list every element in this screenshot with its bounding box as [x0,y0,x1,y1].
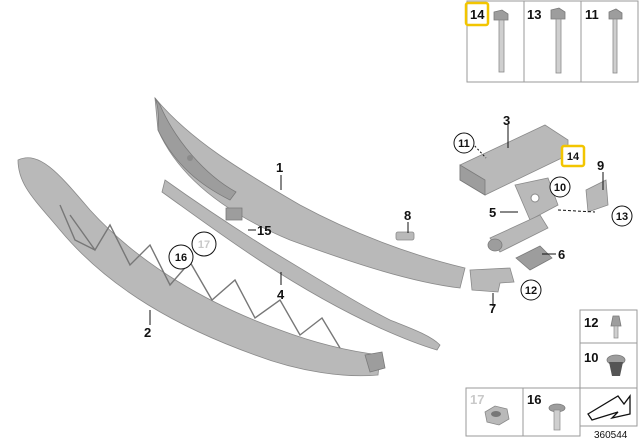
svg-text:13: 13 [616,211,628,223]
reinforcement-part-4 [161,179,441,351]
callout-6: 6 [558,247,565,262]
label-10-side: 10 [584,350,598,365]
holder-part-9 [585,179,609,213]
callout-17-circled: 17 [191,231,217,257]
clip-part-8 [395,231,415,241]
label-11-top: 11 [585,7,599,22]
fastener-box-top: 14 13 11 [464,0,639,83]
svg-text:12: 12 [525,285,537,297]
label-16-bottom: 16 [527,392,541,407]
fastener-box-side: 12 10 [579,309,638,389]
callout-4: 4 [277,287,285,302]
callout-1: 1 [276,160,283,175]
highlight-14-top [464,1,490,27]
callout-7: 7 [489,301,496,316]
label-12-side: 12 [584,315,598,330]
label-13-top: 13 [527,7,541,22]
callout-10-circled: 10 [549,176,571,198]
arrow-icon [587,394,631,421]
nut-17-icon [484,405,510,426]
clip-12-icon [610,315,622,339]
callout-14-highlighted: 14 [560,144,586,168]
callout-12-circled: 12 [520,279,542,301]
callout-8: 8 [404,208,411,223]
svg-text:17: 17 [198,239,210,251]
leader-lines [149,125,604,325]
bumper-carrier-part-1 [154,96,466,289]
bracket-part-7 [469,267,515,293]
direction-arrow-box [579,387,638,427]
reference-number: 360544 [594,430,628,441]
svg-text:16: 16 [175,252,187,264]
callout-16-circled: 16 [168,244,194,270]
lattice-support-part-2 [17,157,386,377]
label-14-top: 14 [470,7,485,22]
callout-15: 15 [257,223,271,238]
fastener-box-bottom: 17 16 [465,387,581,437]
callout-9: 9 [597,158,604,173]
bolt-14-icon [493,9,509,73]
callout-3: 3 [503,113,510,128]
nut-10-icon [606,354,626,376]
label-17-bottom: 17 [470,392,484,407]
svg-text:14: 14 [567,151,580,163]
callout-13-circled: 13 [611,205,633,227]
cap-part-6 [515,245,553,271]
svg-text:11: 11 [458,138,470,150]
bracket-part-5 [514,177,559,221]
callout-11-circled: 11 [453,132,475,154]
bolt-11-icon [608,8,623,74]
svg-text:10: 10 [554,182,566,194]
bolt-13-icon [550,7,566,74]
callout-2: 2 [144,325,151,340]
tow-eye-mount-part-5b [487,214,549,253]
screw-16-icon [548,403,566,431]
callout-5: 5 [489,205,496,220]
